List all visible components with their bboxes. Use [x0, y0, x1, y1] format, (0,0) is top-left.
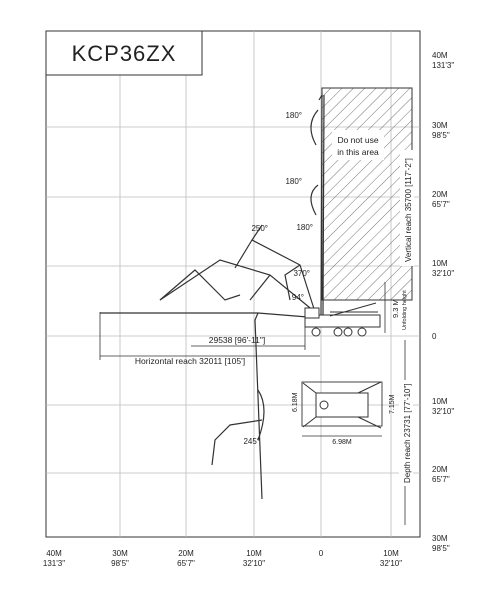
- bottom-axis-feet: 65'7": [177, 559, 195, 568]
- outrigger-front-dim: 6.18M: [292, 392, 299, 412]
- no-use-label-bg: [332, 130, 384, 160]
- angle-label-1: 180°: [285, 111, 302, 120]
- right-axis-meter: 10M: [432, 259, 448, 268]
- boom-vertical: [310, 92, 325, 316]
- bottom-axis-zero: 0: [319, 549, 324, 558]
- unfolding-height-label: Unfolding height: [402, 290, 408, 330]
- bottom-axis-feet: 98'5": [111, 559, 129, 568]
- right-axis-feet: 98'5": [432, 131, 450, 140]
- truck-side-view: [304, 302, 381, 337]
- right-axis-feet: 32'10": [432, 407, 454, 416]
- right-axis-feet: 32'10": [432, 269, 454, 278]
- no-use-label-2: in this area: [337, 147, 379, 157]
- unfolding-height-value: 9.3 M: [391, 299, 400, 318]
- bottom-axis-feet: 32'10": [380, 559, 402, 568]
- no-use-label-1: Do not use: [337, 135, 378, 145]
- right-axis-feet: 65'7": [432, 475, 450, 484]
- right-axis-meter: 10M: [432, 397, 448, 406]
- title-box: [45, 30, 203, 76]
- right-axis: 40M 131'3" 30M 98'5" 20M 65'7" 10M 32'10…: [432, 51, 454, 553]
- right-axis-feet: 98'5": [432, 544, 450, 553]
- right-axis-feet: 65'7": [432, 200, 450, 209]
- outrigger-side-dim: 7.15M: [389, 394, 396, 414]
- outrigger-plan: [301, 381, 383, 437]
- right-axis-meter: 30M: [432, 121, 448, 130]
- model-title: KCP36ZX: [72, 41, 177, 66]
- right-axis-zero: 0: [432, 332, 437, 341]
- bottom-axis-meter: 40M: [46, 549, 62, 558]
- right-axis-meter: 30M: [432, 534, 448, 543]
- right-axis-meter: 40M: [432, 51, 448, 60]
- vertical-reach-label-bg: [400, 150, 414, 266]
- depth-reach-label: Depth reach 23731 [77'-10"]: [403, 383, 412, 483]
- depth-reach-label-bg: [399, 380, 413, 486]
- no-use-zone: [321, 87, 413, 301]
- reach-dim-29538: 29538 [96'-11"]: [209, 335, 265, 345]
- angle-label-3: 250°: [251, 224, 268, 233]
- horizontal-dimension-lines: [99, 312, 320, 360]
- vertical-reach-label: Vertical reach 35700 [117'-2"]: [404, 158, 413, 262]
- bottom-axis-meter: 30M: [112, 549, 128, 558]
- bottom-axis-meter: 10M: [246, 549, 262, 558]
- angle-label-5: 370°: [293, 269, 310, 278]
- angle-label-4: 180°: [296, 223, 313, 232]
- angle-label-2: 180°: [285, 177, 302, 186]
- right-axis-feet: 131'3": [432, 61, 454, 70]
- bottom-axis: 40M 131'3" 30M 98'5" 20M 65'7" 10M 32'10…: [43, 549, 402, 568]
- boom-folded-arc: [159, 224, 316, 313]
- bottom-axis-meter: 10M: [383, 549, 399, 558]
- angle-label-7: 245°: [243, 437, 260, 446]
- bottom-axis-meter: 20M: [178, 549, 194, 558]
- angle-label-6: 94°: [292, 293, 304, 302]
- bottom-axis-feet: 131'3": [43, 559, 65, 568]
- boom-horizontal: [100, 312, 321, 500]
- horizontal-reach-label: Horizontal reach 32011 [105']: [135, 356, 245, 366]
- right-axis-meter: 20M: [432, 465, 448, 474]
- outrigger-width-dim: 6.98M: [332, 439, 352, 446]
- right-axis-meter: 20M: [432, 190, 448, 199]
- diagram-frame: [45, 30, 421, 538]
- bottom-axis-feet: 32'10": [243, 559, 265, 568]
